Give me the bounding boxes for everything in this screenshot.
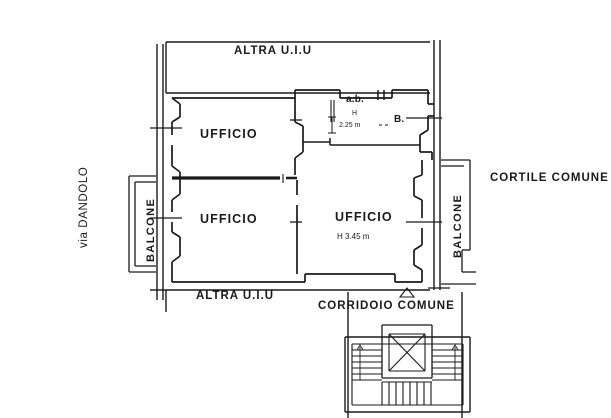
label-corridoio-comune: CORRIDOIO COMUNE: [318, 300, 455, 312]
label-altra-uiu-top: ALTRA U.I.U: [234, 45, 313, 57]
window-openings: [150, 117, 450, 289]
stairwell: [344, 324, 471, 413]
label-balcone-west: BALCONE: [145, 197, 157, 262]
balcony-west: [128, 175, 156, 273]
interior-partitions: [172, 98, 304, 274]
balcony-east: [441, 159, 476, 285]
unit-outer-walls: [171, 89, 434, 283]
wall-street-line: [156, 44, 164, 300]
label-bagno: B.: [394, 114, 405, 125]
label-altra-uiu-bottom: ALTRA U.I.U: [196, 290, 275, 302]
label-ufficio-right-height: H 3.45 m: [337, 232, 370, 241]
label-ufficio-top: UFFICIO: [200, 127, 258, 141]
label-cortile-comune: CORTILE COMUNE: [490, 172, 609, 184]
wall-east-outer-line: [433, 40, 441, 290]
label-via-dandolo: via DANDOLO: [78, 166, 90, 248]
label-antibagno: a.b.: [346, 94, 365, 105]
bathroom-block: [303, 90, 420, 146]
boundary-altra-uiu-top: [165, 41, 430, 94]
label-antibagno-height-letter: H: [352, 110, 358, 117]
corridoio-comune-area: [347, 287, 463, 418]
label-antibagno-height-value: 2.25 m: [339, 122, 361, 129]
boundary-altra-uiu-bottom: [150, 289, 430, 312]
label-ufficio-right: UFFICIO: [335, 210, 393, 224]
label-balcone-east: BALCONE: [452, 193, 464, 258]
label-ufficio-bottom: UFFICIO: [200, 212, 258, 226]
